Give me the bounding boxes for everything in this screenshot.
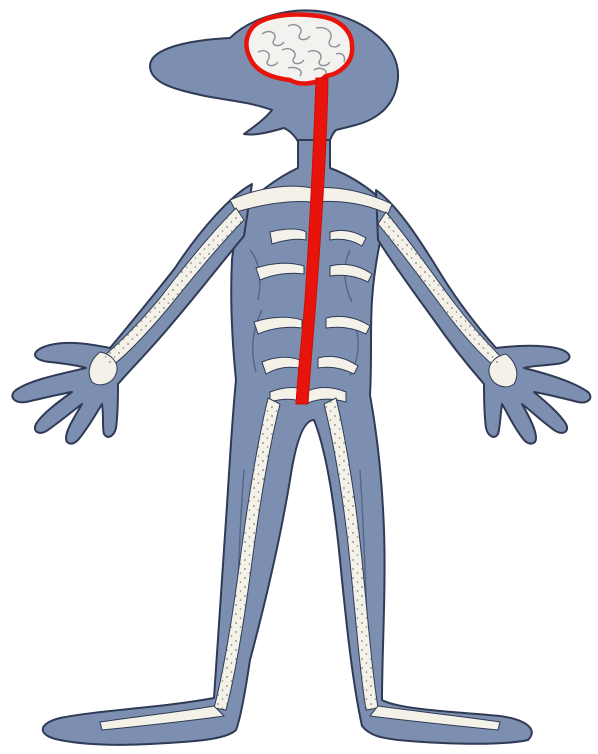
brain-fill (246, 15, 352, 84)
brain (246, 15, 352, 84)
right-arm (376, 190, 590, 444)
peripheral-nerves (89, 186, 517, 730)
left-arm (12, 184, 252, 444)
